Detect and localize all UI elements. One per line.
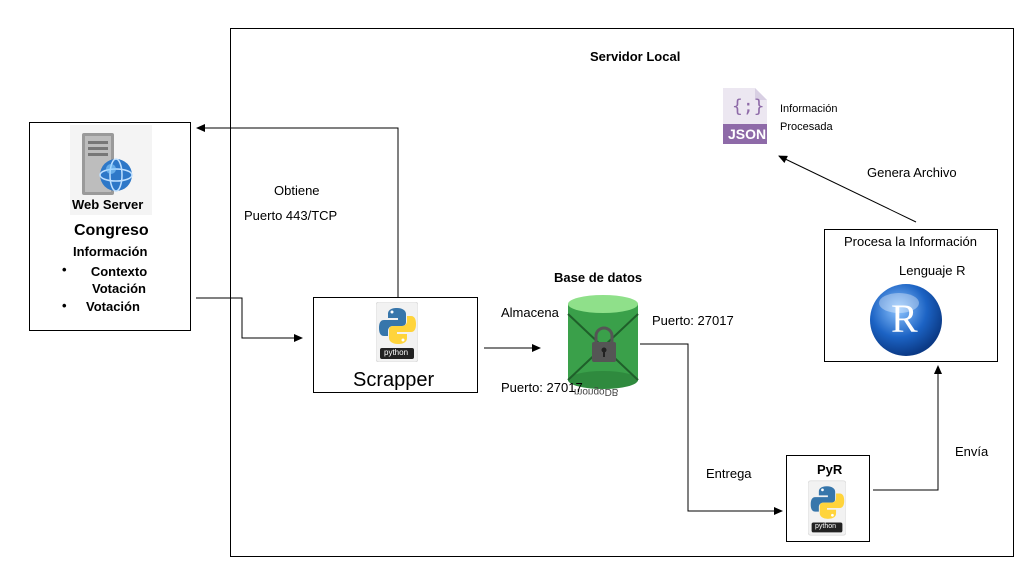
congreso-subtitle: Información [73, 244, 148, 259]
edge-label-envia: Envía [955, 444, 989, 459]
json-label-line1: Información [780, 103, 838, 115]
bullet-dot-1: • [62, 262, 67, 277]
web-server-label: Web Server [72, 197, 144, 212]
mongodb-database-icon: mongoDB [566, 294, 640, 404]
database-title: Base de datos [554, 270, 643, 285]
python-logo-icon: python [375, 301, 419, 363]
processor-title: Procesa la Información [844, 234, 977, 249]
congreso-title: Congreso [74, 222, 149, 239]
pyr-title: PyR [817, 462, 843, 477]
local-server-title: Servidor Local [590, 49, 681, 64]
edge-label-puerto-27017-a: Puerto: 27017 [652, 313, 734, 328]
edge-label-entrega: Entrega [706, 466, 752, 481]
python-logo-icon: python [807, 480, 847, 536]
web-server-icon [70, 125, 152, 215]
json-badge: JSON [728, 126, 767, 142]
edge-label-obtiene: Obtiene [274, 183, 320, 198]
python-badge-text: python [815, 523, 837, 530]
arrow-pyr-to-processor [873, 365, 942, 491]
json-file-icon: {;} JSON [723, 88, 767, 144]
scrapper-label: Scrapper [353, 369, 435, 391]
json-label-line2: Procesada [780, 121, 833, 133]
edge-label-puerto-27017-b: Puerto: 27017 [501, 380, 583, 395]
processor-subtitle: Lenguaje R [899, 263, 966, 278]
arrow-congreso-to-scrapper [196, 297, 303, 342]
edge-label-puerto-443: Puerto 443/TCP [244, 208, 338, 223]
python-badge-text: python [384, 348, 409, 357]
bullet-item-1: Contexto Votación [90, 264, 148, 296]
arrow-database-to-pyr [640, 343, 783, 515]
bullet-dot-2: • [62, 298, 67, 313]
r-logo-icon: R [869, 283, 943, 357]
edge-label-almacena: Almacena [501, 305, 559, 320]
arrow-processor-to-json [778, 155, 917, 223]
pyr-box: PyR python [786, 455, 870, 542]
congreso-box: Web Server [29, 122, 191, 331]
bullet-item-2: Votación [86, 299, 140, 314]
r-letter: R [891, 296, 918, 341]
processor-box: Procesa la Información Lenguaje R R [824, 229, 998, 362]
edge-label-genera-archivo: Genera Archivo [867, 165, 957, 180]
arrow-scrapper-to-congreso [196, 124, 399, 297]
scrapper-box: python Scrapper [313, 297, 478, 393]
json-braces: {;} [732, 96, 765, 117]
